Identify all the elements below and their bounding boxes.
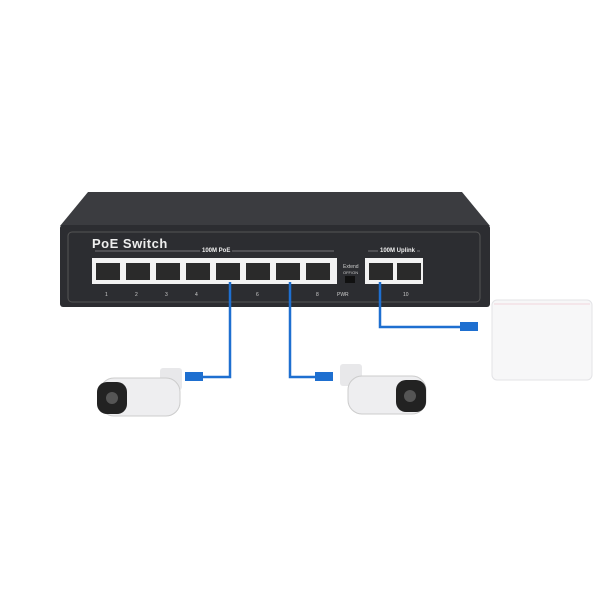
- port-label: 2: [135, 292, 138, 298]
- extend-label: Extend: [343, 264, 359, 270]
- port-label: 10: [403, 292, 409, 298]
- ip-camera-right: [340, 364, 427, 415]
- device-title: PoE Switch: [92, 236, 168, 251]
- rj45-port[interactable]: [126, 263, 150, 280]
- extend-switch[interactable]: [345, 276, 355, 283]
- cable-plug: [185, 372, 203, 381]
- port-label: 8: [316, 292, 319, 298]
- ip-camera-left: [97, 368, 182, 417]
- rj45-port[interactable]: [369, 263, 393, 280]
- power-label: PWR: [337, 292, 349, 298]
- rj45-port[interactable]: [186, 263, 210, 280]
- rj45-port[interactable]: [156, 263, 180, 280]
- port-label: 1: [105, 292, 108, 298]
- extend-option-label: OFF/ON: [343, 270, 359, 275]
- rj45-port[interactable]: [397, 263, 421, 280]
- rj45-port[interactable]: [96, 263, 120, 280]
- rj45-port[interactable]: [306, 263, 330, 280]
- cable-plug: [315, 372, 333, 381]
- port-label: 4: [195, 292, 198, 298]
- network-cables: [200, 282, 462, 379]
- rj45-port[interactable]: [216, 263, 240, 280]
- port-label: 6: [256, 292, 259, 298]
- rj45-port[interactable]: [246, 263, 270, 280]
- poe-switch: [60, 192, 490, 307]
- poe-group-label: 100M PoE: [200, 248, 233, 254]
- uplink-group-label: 100M Uplink: [378, 248, 418, 254]
- router-box: [491, 299, 593, 381]
- port-label: 3: [165, 292, 168, 298]
- cable-plug: [460, 322, 478, 331]
- rj45-port[interactable]: [276, 263, 300, 280]
